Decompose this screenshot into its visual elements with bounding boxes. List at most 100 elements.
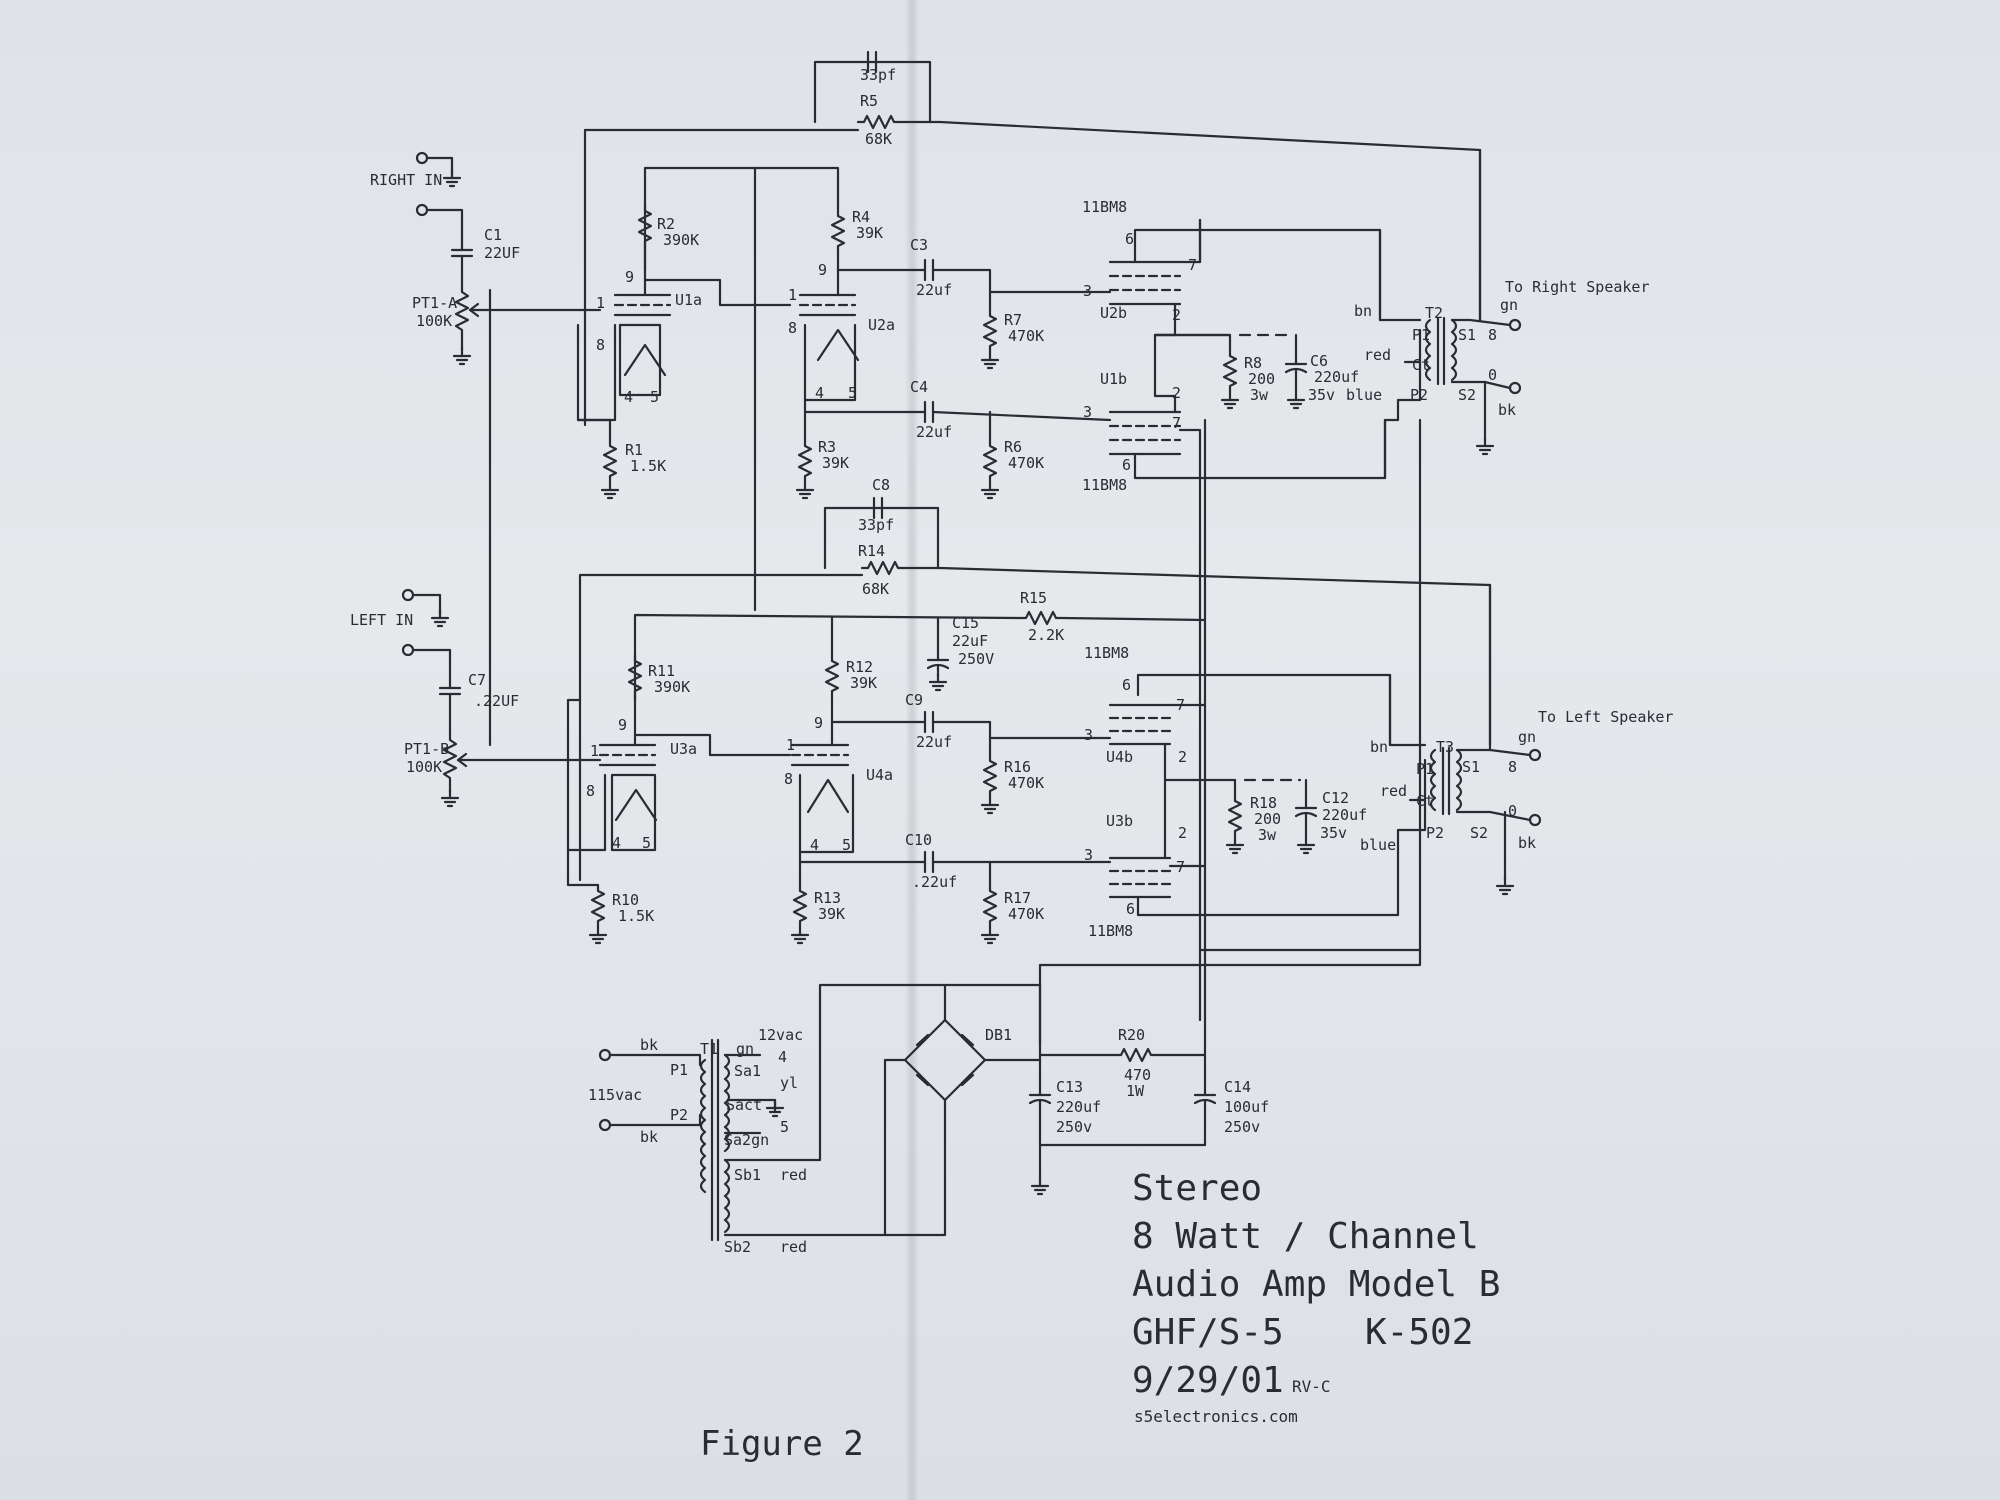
- u3b-pin2: 2: [1178, 824, 1187, 842]
- title-line1: Stereo: [1132, 1168, 1262, 1209]
- t1-12vac: 12vac: [758, 1026, 803, 1044]
- u4a-pin4: 4: [810, 836, 819, 854]
- u4b-pin6: 6: [1122, 676, 1131, 694]
- u2a-pin4: 4: [815, 384, 824, 402]
- u1a-pin1: 1: [596, 294, 605, 312]
- c15-volts: 250V: [958, 650, 994, 668]
- c6-blue-wire: blue: [1346, 386, 1382, 404]
- u1a-pin8: 8: [596, 336, 605, 354]
- pt1a-value: 100K: [416, 312, 452, 330]
- t3-tap8: 8: [1508, 758, 1517, 776]
- t2-s2: S2: [1458, 386, 1476, 404]
- u4a-pin8: 8: [784, 770, 793, 788]
- t1-red2: red: [780, 1238, 807, 1256]
- t1-bk2: bk: [640, 1128, 658, 1146]
- r1-cathode-resistor: R1 1.5K: [576, 323, 666, 500]
- u4a-triode: 9 1 8 U4a 4 5: [784, 695, 917, 854]
- t2-bn: bn: [1354, 302, 1372, 320]
- c15-value: 22uF: [952, 632, 988, 650]
- t3-output-transformer: T3 P1 Ct P2 S1 S2 8 0 bn red gn bk To Le…: [1198, 418, 1673, 952]
- t1-sb1: Sb1: [734, 1166, 761, 1184]
- c10-coupling-capacitor: C10 .22uf: [798, 831, 1112, 891]
- t1-gn: gn: [736, 1040, 754, 1058]
- c4-ref: C4: [910, 378, 928, 396]
- r3-value: 39K: [822, 454, 849, 472]
- r17-grid-resistor: R17 470K: [980, 860, 1044, 945]
- r14-value: 68K: [862, 580, 889, 598]
- c9-coupling-capacitor: C9 22uf: [905, 691, 1112, 751]
- c14-value: 100uf: [1224, 1098, 1269, 1116]
- c1-ref: C1: [484, 226, 502, 244]
- u3a-pin5: 5: [642, 834, 651, 852]
- u1a-label: U1a: [675, 291, 702, 309]
- u3b-label: U3b: [1106, 812, 1133, 830]
- r11-plate-resistor: R11 390K: [627, 653, 690, 699]
- c6-ref: C6: [1310, 352, 1328, 370]
- pt1b-ref: PT1-B: [404, 740, 449, 758]
- r14-feedback-resistor: C8 33pf R14 68K: [578, 476, 1492, 882]
- c15-filter-capacitor: C15 22uF 250V: [926, 614, 994, 692]
- t1-sb2: Sb2: [724, 1238, 751, 1256]
- u2a-pin9: 9: [818, 261, 827, 279]
- c10-ref: C10: [905, 831, 932, 849]
- r10-ref: R10: [612, 891, 639, 909]
- u2b-type: 11BM8: [1082, 198, 1127, 216]
- c14-ref: C14: [1224, 1078, 1251, 1096]
- t2-s1: S1: [1458, 326, 1476, 344]
- r2-ref: R2: [657, 215, 675, 233]
- r20-watts: 1W: [1126, 1082, 1145, 1100]
- u4a-pin1: 1: [786, 736, 795, 754]
- r18-ref: R18: [1250, 794, 1277, 812]
- left-in-label: LEFT IN: [350, 611, 413, 629]
- r17-ref: R17: [1004, 889, 1031, 907]
- c10-value: .22uf: [912, 873, 957, 891]
- u2b-pin6: 6: [1125, 230, 1134, 248]
- r13-value: 39K: [818, 905, 845, 923]
- r12-plate-resistor: R12 39K: [824, 616, 877, 699]
- title-block: Stereo 8 Watt / Channel Audio Amp Model …: [1132, 1168, 1500, 1426]
- r15-decoupling-resistor: R15 2.2K: [1018, 418, 1207, 1052]
- title-website: s5electronics.com: [1134, 1407, 1298, 1426]
- u4a-pin9: 9: [814, 714, 823, 732]
- r15-value: 2.2K: [1028, 626, 1064, 644]
- right-in-label: RIGHT IN: [370, 171, 442, 189]
- t2-gn: gn: [1500, 296, 1518, 314]
- u2a-pin8: 8: [788, 319, 797, 337]
- u3b-pin3: 3: [1084, 846, 1093, 864]
- u4b-type: 11BM8: [1084, 644, 1129, 662]
- u1a-triode: 9 1 8 U1a 4 5: [576, 245, 792, 422]
- u2b-label: U2b: [1100, 304, 1127, 322]
- r1-value: 1.5K: [630, 457, 666, 475]
- r15-ref: R15: [1020, 589, 1047, 607]
- r6-grid-resistor: R6 470K: [980, 410, 1044, 500]
- u4b-pin3: 3: [1084, 726, 1093, 744]
- r3-cathode-resistor: R3 39K: [795, 410, 849, 500]
- t3-ref: T3: [1436, 738, 1454, 756]
- t1-pin5: 5: [780, 1118, 789, 1136]
- right-speaker-label: To Right Speaker: [1505, 278, 1650, 296]
- u3a-triode: 9 1 8 U3a 4 5: [566, 695, 792, 852]
- r4-plate-resistor: R4 39K: [830, 208, 883, 272]
- c6-value: 220uf: [1314, 368, 1359, 386]
- c8-value: 33pf: [858, 516, 894, 534]
- u2b-pentode: 6 7 3 U2b 2 11BM8: [1082, 198, 1382, 398]
- b-plus-rail-right: [643, 166, 840, 272]
- t1-p2: P2: [670, 1106, 688, 1124]
- pt1a-ref: PT1-A: [412, 294, 457, 312]
- u2a-label: U2a: [868, 316, 895, 334]
- r18-value: 200: [1254, 810, 1281, 828]
- c15-ref: C15: [952, 614, 979, 632]
- t1-bk1: bk: [640, 1036, 658, 1054]
- r7-ref: R7: [1004, 311, 1022, 329]
- c12-value: 220uf: [1322, 806, 1367, 824]
- r8-cathode-resistor: R8 200 3w: [1153, 333, 1292, 410]
- c7-ref: C7: [468, 671, 486, 689]
- r7-value: 470K: [1008, 327, 1044, 345]
- r2-plate-resistor: R2 390K: [637, 203, 699, 249]
- c3-coupling-capacitor: C3 22uf: [910, 236, 1112, 299]
- c14-volts: 250v: [1224, 1118, 1260, 1136]
- t3-p1: P1: [1416, 760, 1434, 778]
- u3b-pin6: 6: [1126, 900, 1135, 918]
- t2-bk: bk: [1498, 401, 1516, 419]
